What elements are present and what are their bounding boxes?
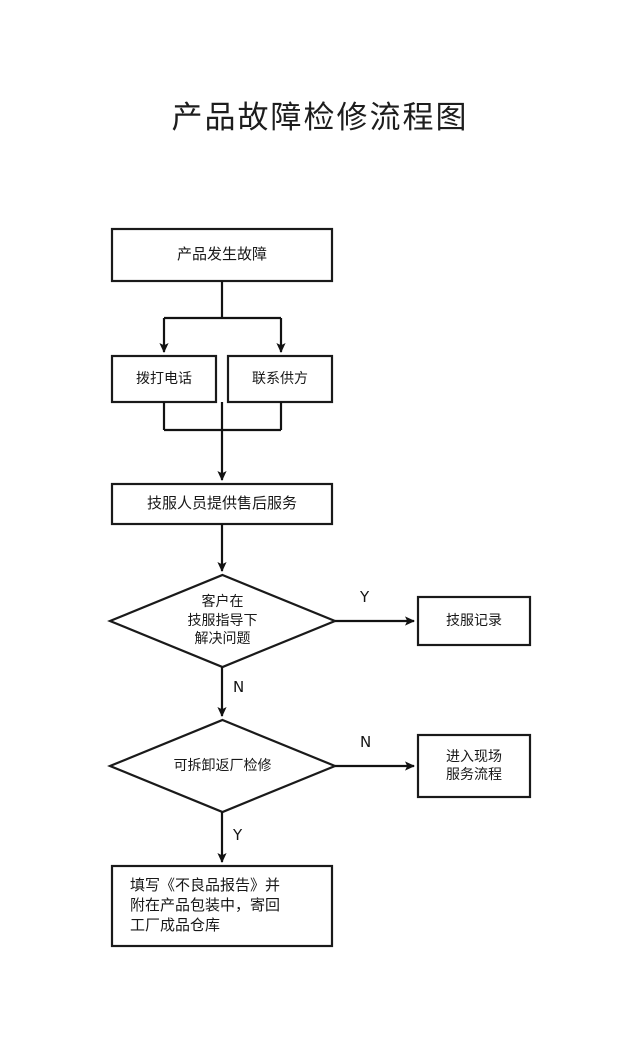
shape-make-call: [110, 354, 218, 404]
shape-decision-customer-solves: [107, 573, 338, 669]
shape-product-failure: [110, 227, 334, 283]
edge-label-yes-defect-report: Y: [233, 826, 243, 844]
shape-contact-supplier: [226, 354, 334, 404]
edge-label-no-onsite-service: N: [360, 733, 372, 751]
edge-label-no-to-detachable: N: [233, 678, 245, 696]
shape-decision-detachable: [107, 718, 338, 814]
shape-after-sales-service: [110, 482, 334, 526]
shape-defect-report: [110, 864, 334, 948]
shape-service-record: [416, 595, 532, 647]
edge-label-yes-service-record: Y: [360, 588, 370, 606]
shape-onsite-service: [416, 733, 532, 799]
page-title: 产品故障检修流程图: [171, 100, 469, 136]
